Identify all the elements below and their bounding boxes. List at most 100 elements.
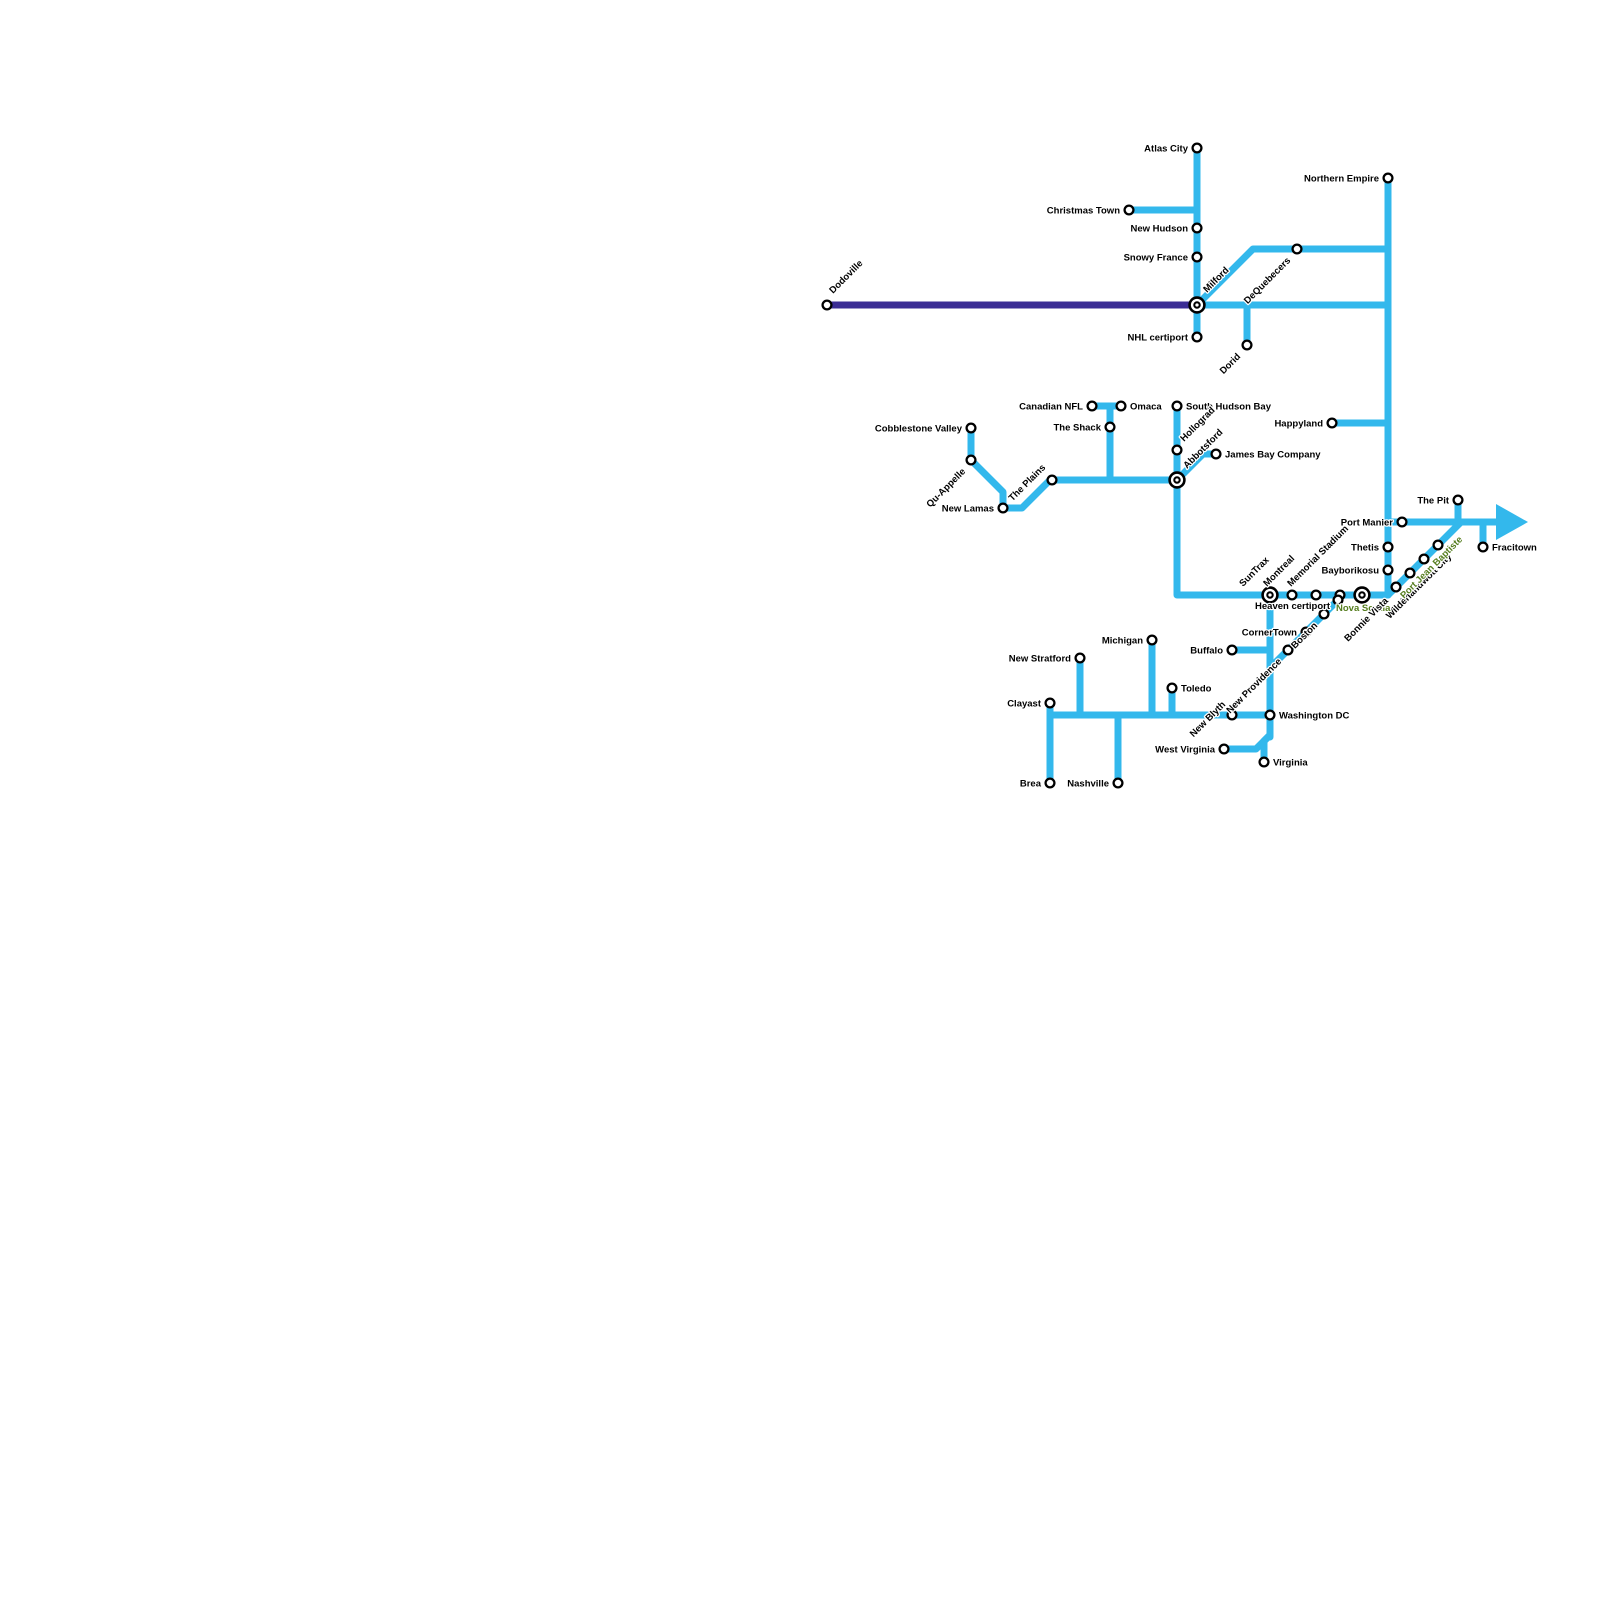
station-the-pit	[1452, 494, 1464, 506]
label-dorid: Dorid	[1218, 351, 1243, 376]
station-suntrax	[1261, 586, 1279, 604]
station-cornertown	[1300, 626, 1312, 638]
station-port-manier	[1396, 516, 1408, 528]
interchange-marker-inner	[1173, 476, 1181, 484]
line-cobblestone-line	[967, 424, 1181, 512]
station-marker	[1258, 756, 1270, 768]
station-marker	[1286, 589, 1298, 601]
label-james-bay-company: James Bay Company	[1225, 450, 1321, 461]
label-nova-scotia: Nova Scotia	[1336, 603, 1391, 614]
station-brea	[1044, 777, 1056, 789]
station-marker	[1166, 682, 1178, 694]
station-marker	[1390, 581, 1402, 593]
label-nhl-certiport: NHL certiport	[1127, 333, 1188, 344]
interchange-marker-inner	[1266, 591, 1274, 599]
station-abbotsford	[1168, 471, 1186, 489]
station-memorial-stadium	[1310, 589, 1322, 601]
label-the-plains: The Plains	[1007, 462, 1048, 503]
station-washington-dc	[1264, 709, 1276, 721]
station-thetis	[1382, 541, 1394, 553]
station-james-bay-company	[1210, 448, 1222, 460]
label-nashville: Nashville	[1067, 779, 1109, 790]
station-bonnie-vista	[1332, 594, 1344, 606]
station-cobblestone-valley	[965, 422, 977, 434]
label-fracitown: Fracitown	[1492, 543, 1537, 554]
station-new-providence	[1282, 644, 1294, 656]
station-happyland	[1326, 417, 1338, 429]
station-marker	[1432, 539, 1444, 551]
station-goldenwheat-city	[1432, 539, 1444, 551]
label-happyland: Happyland	[1274, 419, 1323, 430]
station-west-virginia	[1218, 743, 1230, 755]
station-the-plains	[1046, 474, 1058, 486]
station-marker	[1112, 777, 1124, 789]
station-qu-appelle	[965, 454, 977, 466]
station-marker	[1291, 243, 1303, 255]
station-marker	[1123, 204, 1135, 216]
continuation-arrow	[1496, 504, 1528, 540]
label-dodoville: Dodoville	[827, 258, 865, 296]
station-dorid	[1241, 339, 1253, 351]
station-nhl-certiport	[1191, 331, 1203, 343]
station-marker	[1115, 400, 1127, 412]
line-dequebecers-link	[1193, 245, 1392, 309]
station-bayborikosu	[1382, 564, 1394, 576]
label-cobblestone-valley: Cobblestone Valley	[875, 424, 963, 435]
station-marker	[1264, 709, 1276, 721]
label-snowy-france: Snowy France	[1124, 253, 1188, 264]
station-virginia	[1258, 756, 1270, 768]
station-marker	[1396, 516, 1408, 528]
station-marker	[1046, 474, 1058, 486]
station-atlas-city	[1191, 142, 1203, 154]
station-marker	[1310, 589, 1322, 601]
station-marker	[1282, 644, 1294, 656]
station-marker	[1226, 709, 1238, 721]
station-marker	[1086, 400, 1098, 412]
label-toledo: Toledo	[1181, 684, 1212, 695]
station-northern-empire	[1382, 172, 1394, 184]
station-marker	[1191, 331, 1203, 343]
label-heaven-certiport: Heaven certiport	[1255, 601, 1331, 612]
station-marker	[1210, 448, 1222, 460]
label-cornertown: CornerTown	[1242, 628, 1297, 639]
station-marker	[1104, 421, 1116, 433]
interchange-marker-inner	[1358, 591, 1366, 599]
station-marker	[1191, 142, 1203, 154]
label-new-blyth: New Blyth	[1188, 699, 1228, 739]
label-omaca: Omaca	[1130, 402, 1162, 413]
label-the-shack: The Shack	[1053, 423, 1101, 434]
station-marker	[1171, 444, 1183, 456]
station-michigan	[1146, 634, 1158, 646]
station-dequebecers	[1291, 243, 1303, 255]
station-marker	[1326, 417, 1338, 429]
station-marker	[1382, 564, 1394, 576]
label-dequebecers: DeQuebecers	[1242, 255, 1293, 306]
label-virginia: Virginia	[1273, 758, 1308, 769]
station-marker	[1044, 777, 1056, 789]
station-buffalo	[1226, 644, 1238, 656]
station-new-stratford	[1074, 652, 1086, 664]
station-snowy-france	[1191, 251, 1203, 263]
station-marker	[1044, 697, 1056, 709]
station-marker	[1191, 251, 1203, 263]
station-marker	[1418, 553, 1430, 565]
station-canadian-nfl	[1086, 400, 1098, 412]
station-marker	[1382, 172, 1394, 184]
station-clayast	[1044, 697, 1056, 709]
station-hollograd	[1171, 444, 1183, 456]
station-dodoville	[821, 299, 833, 311]
station-new-blyth	[1226, 709, 1238, 721]
station-marker	[1226, 644, 1238, 656]
label-milford: Milford	[1201, 265, 1231, 295]
map-lines	[821, 144, 1502, 787]
label-port-manier: Port Manier	[1341, 518, 1394, 529]
station-port-jean-baptiste	[1390, 581, 1402, 593]
label-atlas-city: Atlas City	[1144, 144, 1189, 155]
label-northern-empire: Northern Empire	[1304, 174, 1379, 185]
station-the-shack	[1104, 421, 1116, 433]
station-marker	[965, 422, 977, 434]
label-bayborikosu: Bayborikosu	[1321, 566, 1379, 577]
